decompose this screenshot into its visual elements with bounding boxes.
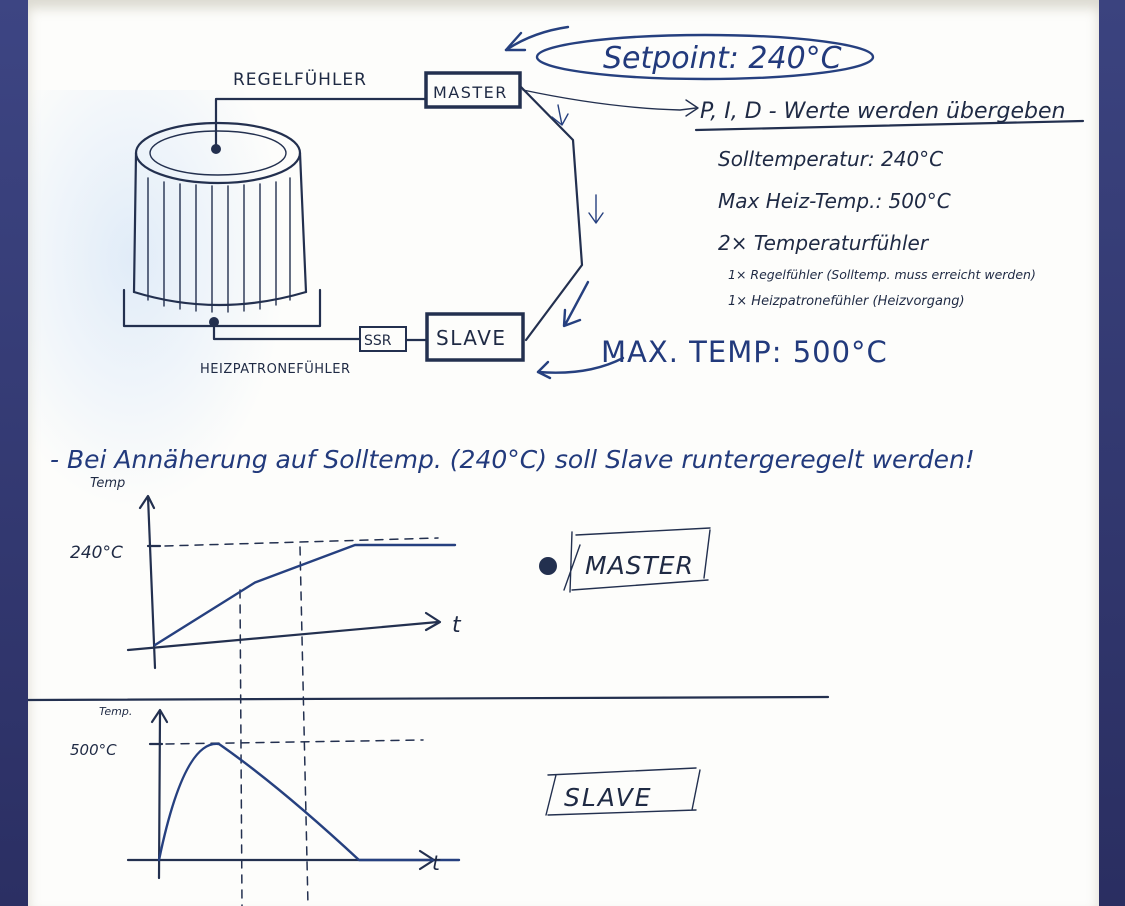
slave-temperature-curve [157,742,461,862]
down-arrow-2 [588,194,604,224]
slave-x-label: t [432,851,441,875]
master-vdash-1 [239,589,243,906]
master-x-label: t [452,613,462,638]
slave-max-dash [165,739,424,745]
slave-box [425,312,525,362]
master-temperature-curve [153,543,457,647]
regelfuehler-wire [214,97,428,151]
ssr-label: SSR [364,333,392,349]
sketch-canvas: Setpoint: 240°C REGELFÜHLER HEIZPATRONEF… [28,25,1085,906]
master-chart-label: MASTER [585,551,694,580]
pid-note: P, I, D - Werte werden übergeben [700,99,1066,124]
down-arrow-3 [562,280,590,328]
master-x-axis [126,620,440,652]
master-setpoint-dash [164,537,439,547]
slave-chart: 500°C Temp. t [70,705,461,880]
slave-box-label: SLAVE [436,326,507,350]
heater-vessel-drawing [122,121,322,328]
sensor2-note: 1× Heizpatronefühler (Heizvorgang) [728,294,965,309]
paper-sheet: Setpoint: 240°C REGELFÜHLER HEIZPATRONEF… [28,0,1099,906]
annealing-note: - Bei Annäherung auf Solltemp. (240°C) s… [50,445,975,474]
slave-chart-label-group: SLAVE [545,767,701,816]
setpoint-label: Setpoint: 240°C [603,41,842,76]
down-arrow-1 [551,104,569,126]
master-box [424,71,522,109]
max-heiz-note: Max Heiz-Temp.: 500°C [718,189,951,213]
max-temp-arrow [536,356,625,374]
pid-arrow [522,89,697,111]
left-background-strip [0,0,28,906]
master-chart-label-group: MASTER [539,527,711,593]
master-x-axis-arrow [424,611,442,632]
master-tick-label: 240°C [70,543,123,563]
sensors-title: 2× Temperaturfühler [718,231,930,255]
section-divider [28,695,830,702]
max-temp-label: MAX. TEMP: 500°C [601,335,888,369]
heizpatronefuehler-label: HEIZPATRONEFÜHLER [200,360,351,377]
master-slave-link [518,84,584,342]
master-y-axis [146,495,157,670]
setpoint-arrow [504,25,570,52]
smudge-mark [539,557,557,575]
pid-underline [694,119,1085,132]
slave-chart-label: SLAVE [564,783,653,812]
max-temp-arrow-head [536,360,552,380]
master-vdash-2 [299,546,309,906]
master-chart: 240°C Temp t [70,476,462,906]
master-y-label: Temp [90,476,125,491]
master-y-axis-arrow [138,494,156,510]
slave-y-label: Temp. [99,705,132,718]
slave-tick-label: 500°C [70,741,117,759]
regelfuehler-label: REGELFÜHLER [233,68,367,90]
slave-y-axis-arrow [150,708,169,724]
sensor1-note: 1× Regelfühler (Solltemp. muss erreicht … [728,267,1036,282]
right-background-strip [1099,0,1125,906]
master-box-label: MASTER [433,83,508,102]
soll-temp-note: Solltemperatur: 240°C [718,147,943,171]
setpoint-oval [535,33,875,81]
slave-y-axis [157,710,162,880]
setpoint-arrow-head [504,31,527,52]
pid-arrow-head [685,99,699,117]
heizpatrone-wire [212,320,362,341]
